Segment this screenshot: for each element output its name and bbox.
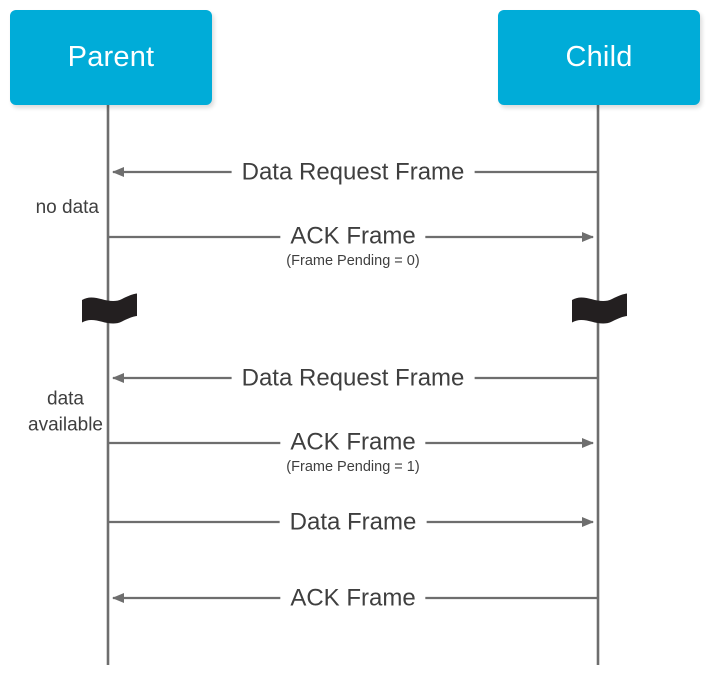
message-label-m4: ACK Frame xyxy=(280,429,426,455)
break-flag-icon-child xyxy=(572,293,627,324)
note-no-data: no data xyxy=(35,197,99,219)
message-label-m6: ACK Frame xyxy=(280,585,426,611)
actor-box-child[interactable]: Child xyxy=(498,10,700,105)
message-label-m2: ACK Frame xyxy=(280,223,426,249)
actor-label-child: Child xyxy=(565,41,633,73)
message-label-m5: Data Frame xyxy=(279,509,427,535)
message-sublabel-m4: (Frame Pending = 1) xyxy=(280,459,426,475)
message-label-m1: Data Request Frame xyxy=(231,159,475,185)
break-flag-group xyxy=(82,293,627,324)
message-sublabel-m2: (Frame Pending = 0) xyxy=(280,253,426,269)
note-data-available: data available xyxy=(28,388,103,435)
lifeline-group xyxy=(106,105,600,665)
message-label-m3: Data Request Frame xyxy=(231,365,475,391)
break-flag-icon-parent xyxy=(82,293,137,324)
actor-box-parent[interactable]: Parent xyxy=(10,10,212,105)
actor-label-parent: Parent xyxy=(67,41,155,73)
